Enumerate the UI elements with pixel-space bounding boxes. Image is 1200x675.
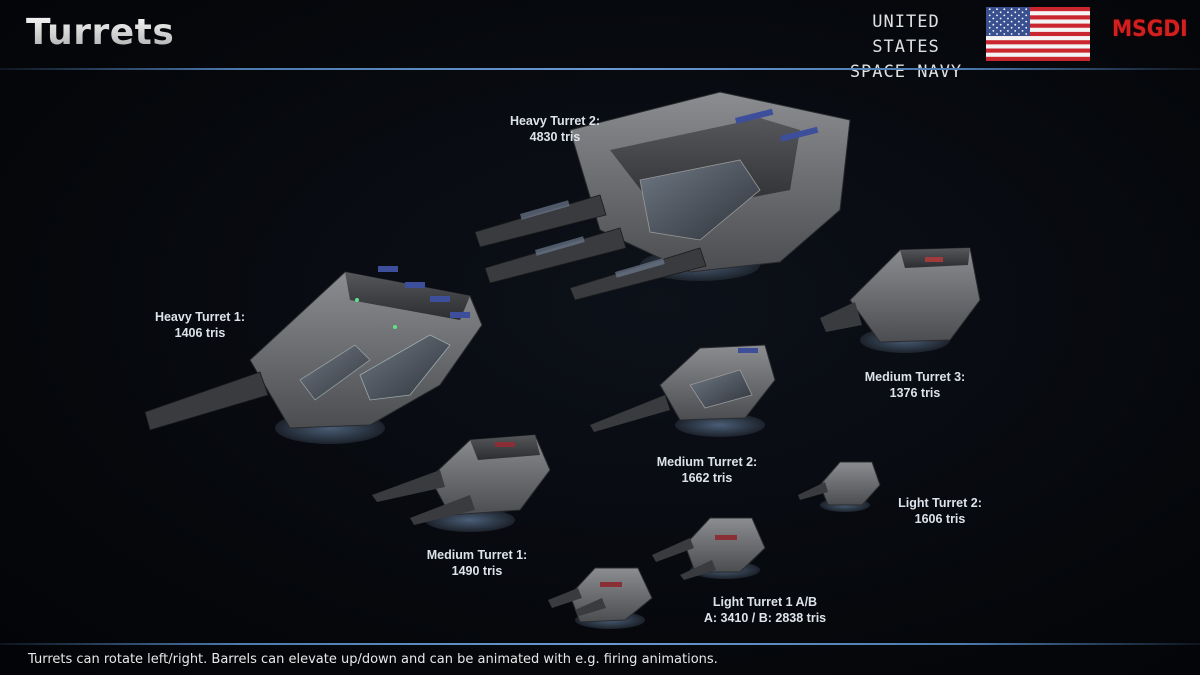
label-light-turret-2: Light Turret 2:1606 tris — [898, 496, 982, 526]
flag-star — [1018, 26, 1020, 29]
flag-star — [1007, 11, 1009, 14]
flag-star — [996, 20, 998, 23]
medium-turret-2-model — [590, 344, 776, 437]
heavy-turret-1-model — [144, 266, 483, 444]
flag-star — [999, 23, 1002, 26]
flag-star — [999, 11, 1002, 14]
flag-star — [996, 33, 998, 35]
flag-star — [1003, 8, 1006, 11]
flag-star — [1010, 14, 1013, 17]
flag-star — [1014, 17, 1017, 20]
light-turret-1-model — [548, 517, 766, 629]
label-medium-turret-3: Medium Turret 3:1376 tris — [864, 370, 966, 400]
flag-star — [996, 8, 998, 11]
flag-star — [1003, 26, 1006, 29]
flag-star — [1014, 23, 1017, 26]
flag-star — [996, 14, 998, 17]
flag-star — [1007, 30, 1009, 32]
flag-star — [1025, 33, 1028, 35]
flag-star — [1021, 17, 1024, 20]
flag-star — [1025, 26, 1028, 29]
page-title: Turrets — [26, 12, 175, 53]
flag-star — [999, 17, 1002, 20]
flag-star — [988, 20, 991, 23]
label-medium-turret-2: Medium Turret 2:1662 tris — [656, 455, 758, 485]
flag-star — [1003, 33, 1006, 35]
flag-star — [1003, 20, 1006, 23]
label-heavy-turret-2: Heavy Turret 2:4830 tris — [509, 114, 601, 144]
footer-divider — [0, 643, 1200, 645]
flag-star — [992, 23, 995, 26]
label-heavy-turret-1: Heavy Turret 1:1406 tris — [154, 310, 246, 340]
flag-star — [1010, 26, 1013, 29]
flag-star — [1025, 20, 1028, 23]
flag-star — [1007, 23, 1009, 26]
us-flag-icon — [986, 7, 1090, 61]
flag-star — [988, 26, 991, 29]
msgdi-logo: MSGDI — [1112, 17, 1188, 42]
faction-line-2: SPACE NAVY — [849, 62, 963, 82]
flag-star — [1018, 20, 1020, 23]
flag-star — [1018, 14, 1020, 17]
flag-star — [1003, 14, 1006, 17]
flag-star — [996, 26, 998, 29]
label-medium-turret-1: Medium Turret 1:1490 tris — [426, 548, 528, 578]
flag-star — [992, 30, 995, 32]
light-turret-2-model — [798, 461, 881, 512]
flag-star — [992, 17, 995, 20]
footer-note: Turrets can rotate left/right. Barrels c… — [28, 652, 718, 667]
flag-star — [1021, 23, 1024, 26]
faction-name: UNITED STATES SPACE NAVY — [836, 10, 976, 85]
flag-star — [1018, 33, 1020, 35]
flag-star — [988, 33, 991, 35]
flag-star — [988, 8, 991, 11]
flag-star — [992, 11, 995, 14]
flag-star — [1025, 14, 1028, 17]
flag-star — [1010, 8, 1013, 11]
flag-star — [1021, 11, 1024, 14]
flag-star — [1007, 17, 1009, 20]
medium-turret-3-model — [820, 247, 981, 353]
flag-star — [1010, 33, 1013, 35]
flag-star — [1021, 30, 1024, 32]
heavy-turret-2-model — [474, 91, 851, 301]
flag-star — [1014, 30, 1017, 32]
flag-star — [1014, 11, 1017, 14]
faction-line-1: UNITED STATES — [872, 12, 940, 57]
flag-star — [988, 14, 991, 17]
flag-star — [1018, 8, 1020, 11]
flag-star — [1010, 20, 1013, 23]
flag-star — [999, 30, 1002, 32]
flag-star — [1025, 8, 1028, 11]
header-divider — [0, 68, 1200, 70]
medium-turret-1-model — [372, 434, 551, 532]
